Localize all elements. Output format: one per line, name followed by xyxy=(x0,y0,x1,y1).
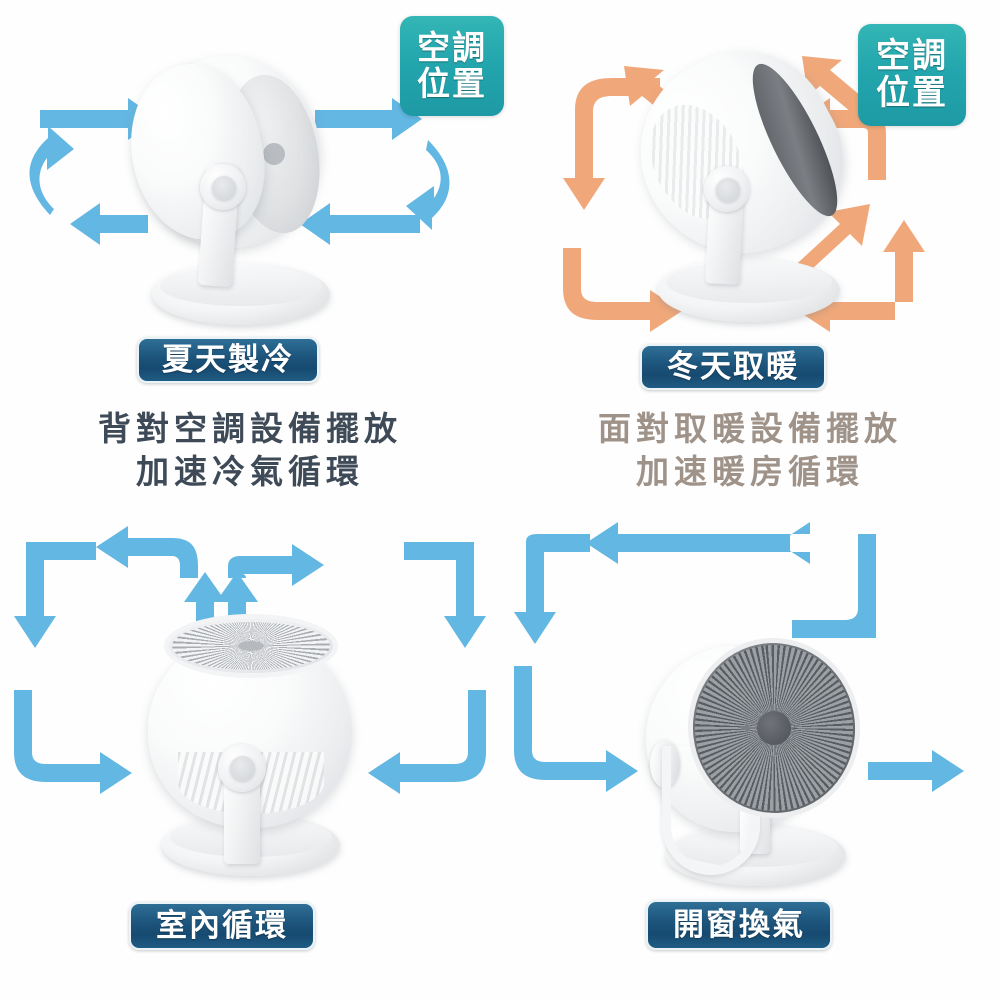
badge-winter-heating: 冬天取暖 xyxy=(640,344,826,390)
caption-summer-cooling: 背對空調設備擺放 加速冷氣循環 xyxy=(0,408,500,494)
badge-winter-heating-label: 冬天取暖 xyxy=(667,349,799,385)
fan-image-window xyxy=(618,602,888,902)
panel-winter-heating: 空調 位置 冬天取暖 xyxy=(500,0,1000,400)
ac-marker-line1: 空調 xyxy=(876,37,948,76)
ac-marker-line2: 位置 xyxy=(876,74,948,112)
caption-summer-line1: 背對空調設備擺放 xyxy=(98,410,402,447)
badge-window-ventilation: 開窗換氣 xyxy=(646,900,832,950)
badge-summer-cooling: 夏天製冷 xyxy=(137,337,319,383)
caption-winter-line1: 面對取暖設備擺放 xyxy=(598,410,902,447)
caption-winter-line2: 加速暖房循環 xyxy=(636,452,864,490)
panel-indoor-circulation: 室內循環 xyxy=(0,520,500,990)
ac-position-marker-tr: 空調 位置 xyxy=(858,24,966,126)
fan-image-summer xyxy=(115,42,370,338)
badge-indoor-circulation: 室內循環 xyxy=(129,902,315,950)
caption-summer-line2: 加速冷氣循環 xyxy=(136,452,364,490)
panel-window-ventilation: 開窗換氣 xyxy=(500,520,1000,990)
ac-marker-line1: 空調 xyxy=(417,29,487,67)
badge-summer-cooling-label: 夏天製冷 xyxy=(162,342,294,378)
ac-position-marker-tl: 空調 位置 xyxy=(400,16,504,116)
fan-image-winter xyxy=(606,19,890,340)
badge-window-ventilation-label: 開窗換氣 xyxy=(673,907,805,943)
ac-marker-line2: 位置 xyxy=(417,65,487,102)
caption-winter-heating: 面對取暖設備擺放 加速暖房循環 xyxy=(500,408,1000,494)
fan-image-indoor xyxy=(120,602,380,892)
panel-summer-cooling: 空調 位置 夏天製冷 xyxy=(0,0,504,400)
badge-indoor-circulation-label: 室內循環 xyxy=(156,908,288,944)
